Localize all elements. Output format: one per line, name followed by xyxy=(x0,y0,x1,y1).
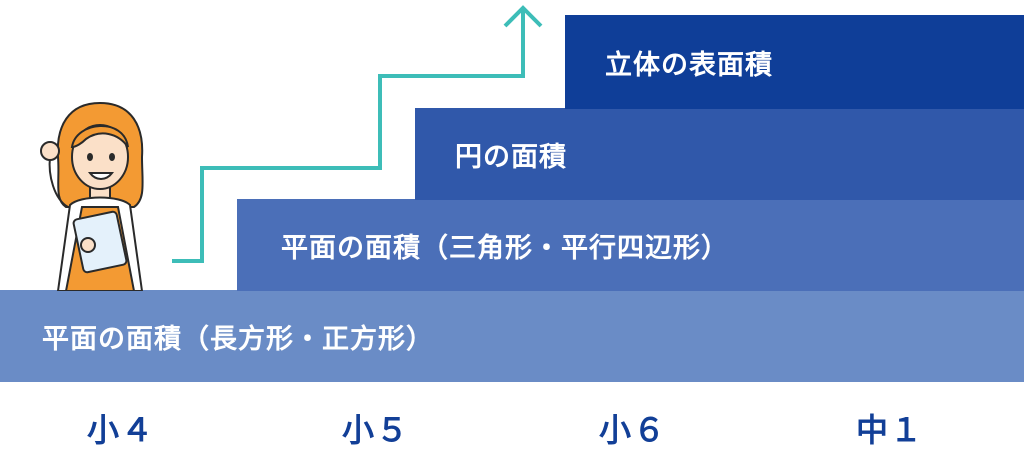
grade-label-sho4: 小４ xyxy=(86,411,155,449)
student-illustration xyxy=(40,101,144,291)
step-grade5-triangle-area: 平面の面積（三角形・平行四辺形） xyxy=(237,199,1024,291)
grade-label-sho5: 小５ xyxy=(341,411,410,449)
step-grade4-rectangle-area: 平面の面積（長方形・正方形） xyxy=(0,290,1024,382)
grade-label-chu1: 中１ xyxy=(855,411,924,449)
step-jh1-surface-area: 立体の表面積 xyxy=(565,15,1024,109)
grade-label-sho6: 小６ xyxy=(598,411,667,449)
step-label: 平面の面積（長方形・正方形） xyxy=(42,323,434,355)
step-label: 立体の表面積 xyxy=(605,49,773,81)
step-label: 円の面積 xyxy=(455,141,567,173)
step-grade6-circle-area: 円の面積 xyxy=(415,108,1024,200)
step-label: 平面の面積（三角形・平行四辺形） xyxy=(281,232,729,264)
